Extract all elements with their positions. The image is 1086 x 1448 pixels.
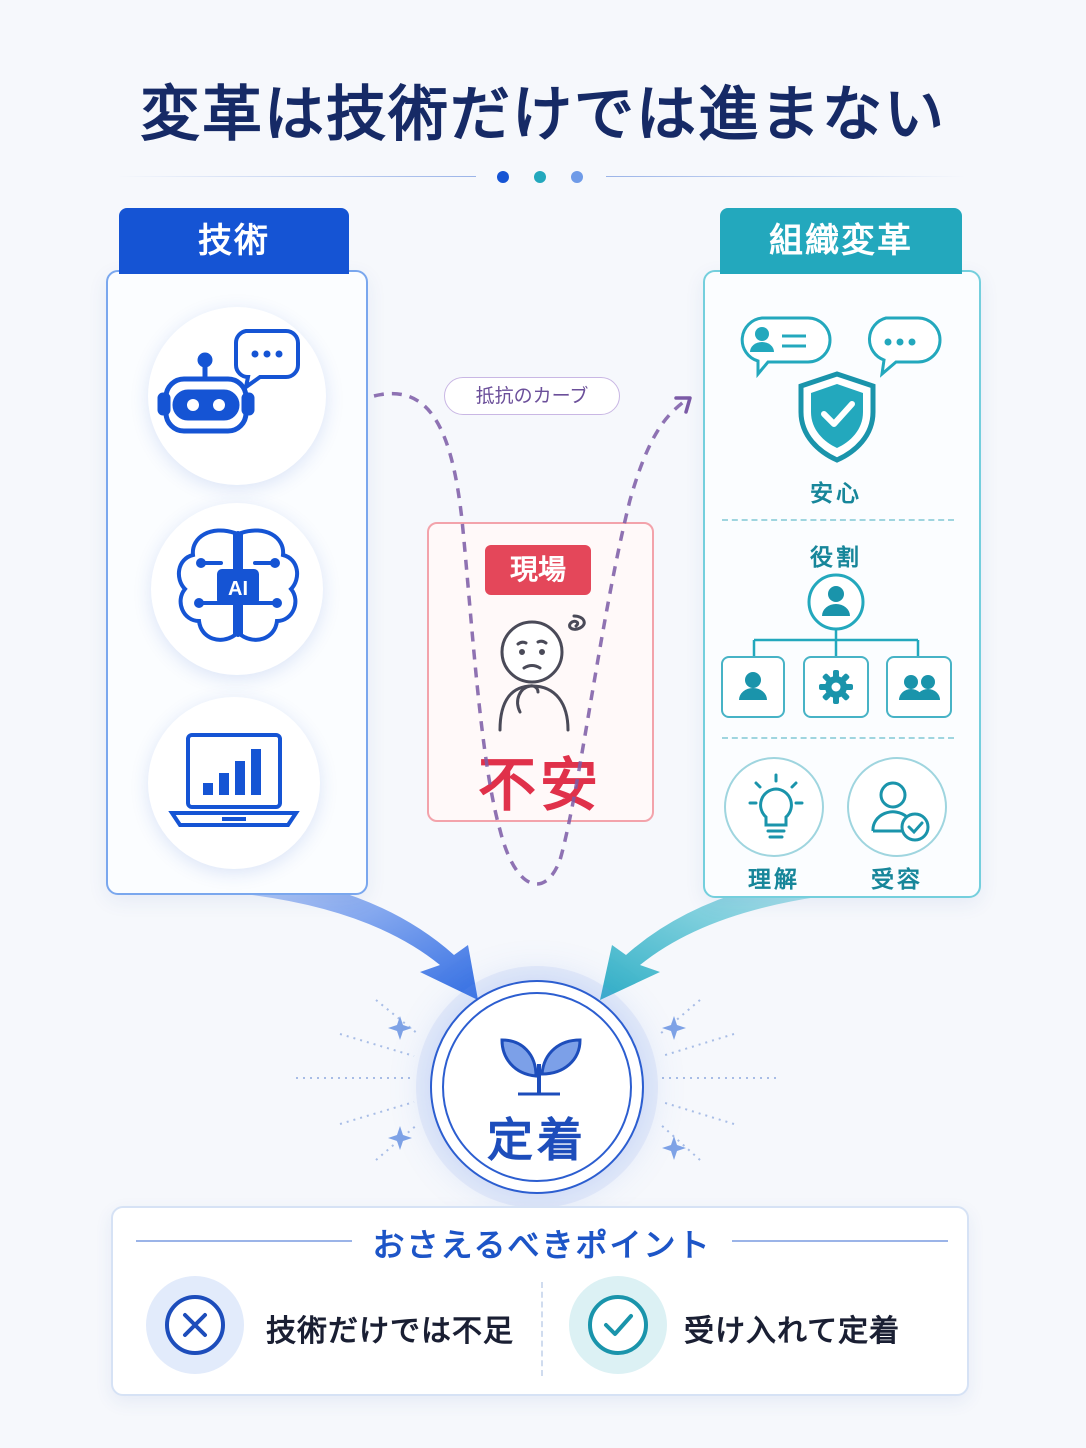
- lightbulb-icon: [748, 773, 804, 839]
- gear-box: [803, 656, 869, 718]
- teichaku-label: 定着: [487, 1113, 587, 1167]
- cross-badge: [146, 1276, 244, 1374]
- page-title: 変革は技術だけでは進まない: [140, 80, 946, 150]
- person-icon: [739, 672, 767, 700]
- anshin-illustration: [740, 316, 942, 463]
- check-badge: [569, 1276, 667, 1374]
- ai-chip-label: AI: [228, 578, 248, 600]
- divider-dot-2: [534, 171, 546, 183]
- acceptance-circle: [847, 757, 947, 857]
- profile-bubble-icon: [740, 316, 832, 379]
- org-divider-2: [722, 737, 954, 739]
- robot-chat-circle: [148, 307, 326, 485]
- point-text-1: 技術だけでは不足: [266, 1314, 514, 1349]
- genba-tag: 現場: [485, 545, 591, 595]
- divider-dot-3: [571, 171, 583, 183]
- key-points-box: [111, 1206, 969, 1396]
- org-chart: [752, 573, 920, 656]
- divider-dot-1: [497, 171, 509, 183]
- person-check-icon: [871, 781, 930, 842]
- anshin-label: 安心: [810, 481, 862, 507]
- org-divider-1: [722, 519, 954, 521]
- sparkle-icons: [388, 1016, 686, 1160]
- acceptance-label: 受容: [871, 867, 923, 893]
- key-points-rule-left: [136, 1240, 352, 1242]
- understanding-label: 理解: [748, 867, 800, 893]
- team-box: [886, 656, 952, 718]
- team-icon: [899, 675, 940, 700]
- ai-brain-circle: AI: [151, 503, 323, 675]
- tech-panel-heading: 技術: [119, 208, 349, 274]
- resistance-curve-label: 抵抗のカーブ: [444, 377, 620, 415]
- chat-bubble-icon: [233, 329, 300, 392]
- point-text-2: 受け入れて定着: [684, 1314, 901, 1349]
- cross-icon: [165, 1295, 225, 1355]
- key-points-title: おさえるべきポイント: [372, 1226, 712, 1264]
- laptop-circle: [148, 697, 320, 869]
- title-divider-left: [116, 176, 476, 177]
- key-points-rule-right: [732, 1240, 948, 1242]
- key-points-separator: [541, 1282, 543, 1376]
- title-divider-right: [606, 176, 966, 177]
- robot-icon: [157, 352, 255, 434]
- roles-label: 役割: [810, 545, 862, 571]
- bar-chart-icon: [203, 749, 261, 795]
- worried-person-icon: [498, 614, 586, 732]
- shield-check-icon: [798, 371, 876, 463]
- gear-icon: [819, 670, 853, 704]
- ai-chip: [217, 569, 259, 605]
- sprout-icon: [500, 1038, 582, 1096]
- org-panel-heading: 組織変革: [720, 208, 962, 274]
- check-icon: [588, 1295, 648, 1355]
- member-box: [721, 656, 785, 718]
- understanding-circle: [724, 757, 824, 857]
- teichaku-inner-ring: [442, 992, 632, 1182]
- ellipsis-bubble-icon: [867, 316, 942, 378]
- teichaku-circle: [430, 980, 644, 1194]
